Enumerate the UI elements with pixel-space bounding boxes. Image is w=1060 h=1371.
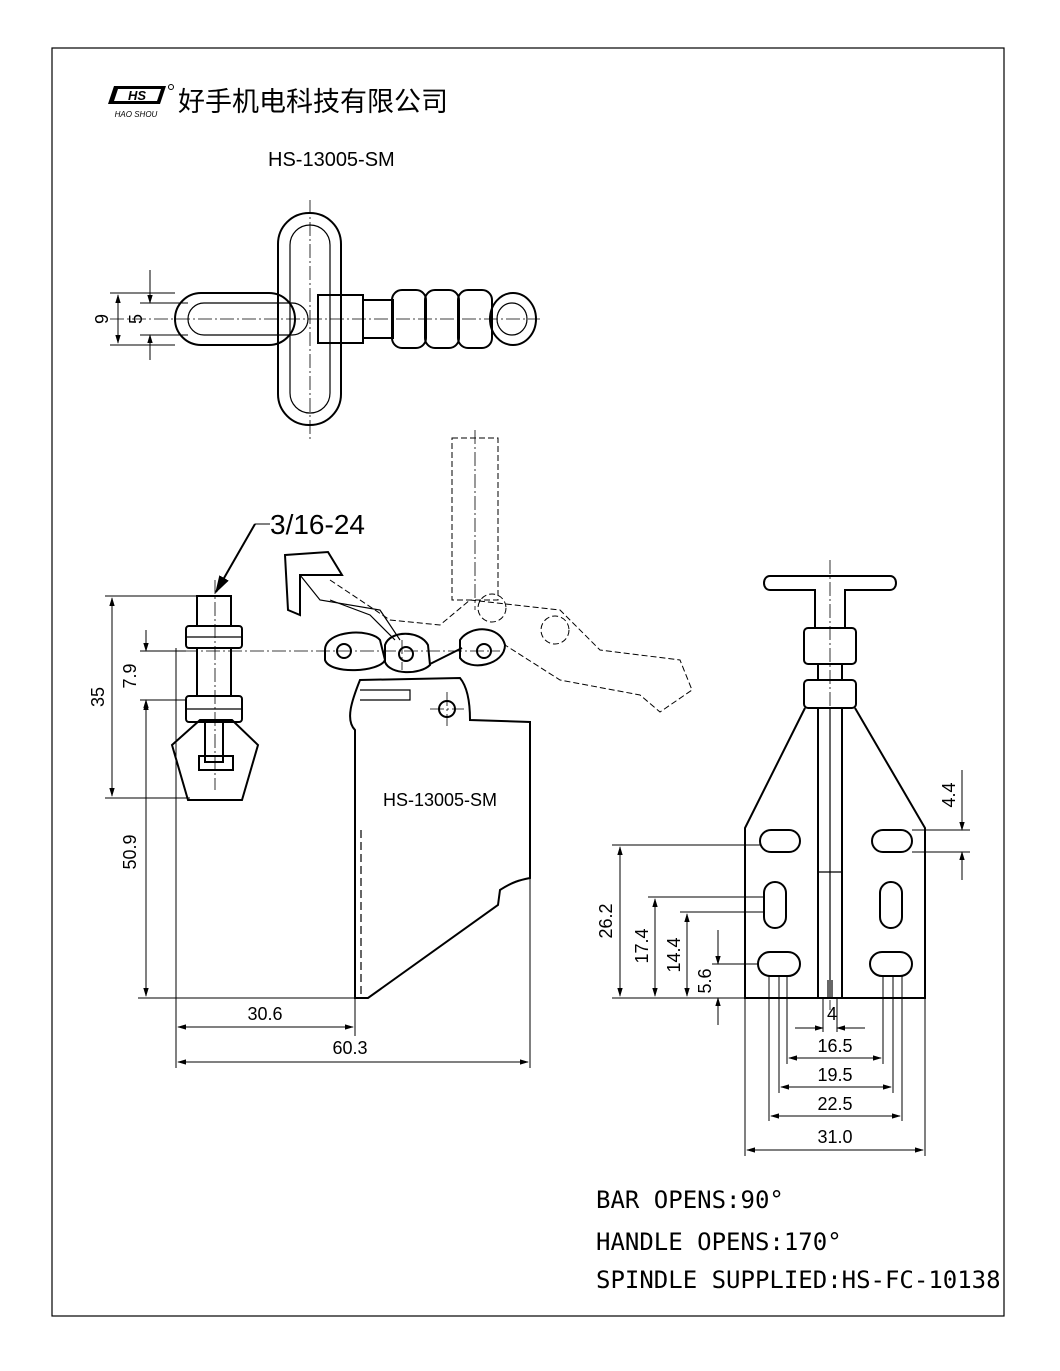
note-handle-opens: HANDLE OPENS:170° xyxy=(596,1228,842,1256)
logo-text: HS xyxy=(128,88,146,103)
side-view-label: HS-13005-SM xyxy=(383,790,497,810)
top-view: 9 5 xyxy=(92,200,540,440)
dim-60-3: 60.3 xyxy=(332,1038,367,1058)
dim-5: 5 xyxy=(126,314,146,324)
dim-4-4: 4.4 xyxy=(939,782,959,807)
note-bar-opens: BAR OPENS:90° xyxy=(596,1186,784,1214)
front-view: 4.4 26.2 17.4 14.4 5.6 4 16.5 19.5 xyxy=(596,560,970,1156)
dim-4: 4 xyxy=(827,1004,837,1024)
dim-35: 35 xyxy=(88,687,108,707)
dim-7-9: 7.9 xyxy=(120,663,140,688)
model-number: HS-13005-SM xyxy=(268,149,395,171)
dim-5-6: 5.6 xyxy=(695,968,715,993)
note-spindle-supplied: SPINDLE SUPPLIED:HS-FC-10138 xyxy=(596,1266,1001,1294)
dim-17-4: 17.4 xyxy=(632,928,652,963)
dim-16-5: 16.5 xyxy=(817,1036,852,1056)
company-logo: HS HAO SHOU xyxy=(108,84,174,119)
sheet-border xyxy=(51,47,1005,1317)
dim-31-0: 31.0 xyxy=(817,1127,852,1147)
dim-30-6: 30.6 xyxy=(247,1004,282,1024)
dim-14-4: 14.4 xyxy=(664,937,684,972)
dim-19-5: 19.5 xyxy=(817,1065,852,1085)
dim-26-2: 26.2 xyxy=(596,903,616,938)
logo-subtext: HAO SHOU xyxy=(115,110,158,119)
thread-callout: 3/16-24 xyxy=(270,509,365,540)
dim-22-5: 22.5 xyxy=(817,1094,852,1114)
dim-50-9: 50.9 xyxy=(120,834,140,869)
dim-9: 9 xyxy=(92,314,112,324)
company-name: 好手机电科技有限公司 xyxy=(178,87,448,117)
side-view: HS-13005-SM 3/16-24 35 7.9 50.9 xyxy=(88,430,693,1068)
